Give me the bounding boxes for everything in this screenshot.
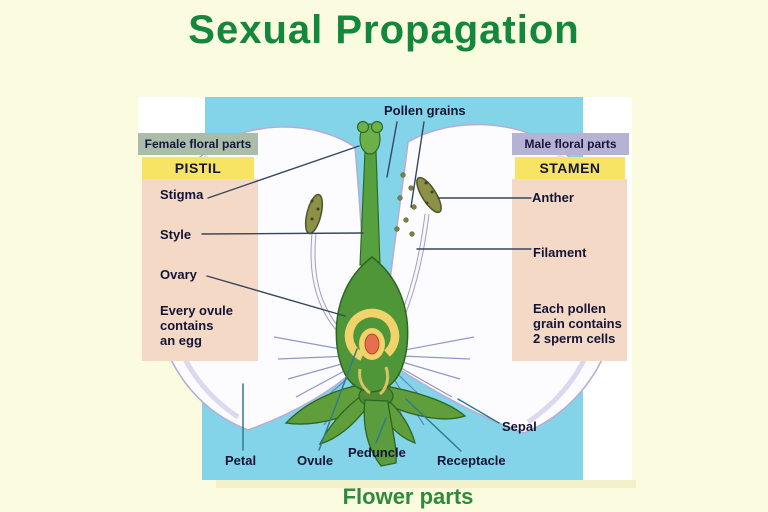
style-label: Style [160, 227, 192, 242]
pollen-grains-label: Pollen grains [384, 103, 466, 118]
flower-parts-diagram: Female floral parts PISTIL Stigma Style … [138, 97, 637, 488]
female-note: Every ovule contains an egg [160, 303, 233, 348]
diagram-shadow [216, 480, 636, 488]
pistil-bar: PISTIL [142, 157, 254, 179]
sepal-label: Sepal [502, 419, 537, 434]
ovary-label: Ovary [160, 267, 197, 282]
receptacle-label: Receptacle [437, 453, 506, 468]
female-labels-panel: Stigma Style Ovary Every ovule contains … [142, 179, 258, 361]
male-note: Each pollen grain contains 2 sperm cells [533, 301, 622, 346]
anther-label: Anther [532, 190, 574, 205]
page-title: Sexual Propagation [188, 8, 580, 52]
filament-label: Filament [533, 245, 587, 260]
male-floral-parts-header: Male floral parts [512, 133, 629, 155]
peduncle-label: Peduncle [348, 445, 406, 460]
egg-cell [364, 333, 380, 355]
stamen-bar: STAMEN [515, 157, 625, 179]
male-labels-panel: Anther Filament Each pollen grain contai… [512, 179, 627, 361]
ovule-label: Ovule [297, 453, 334, 468]
top-left-spacer [138, 97, 205, 133]
female-floral-parts-header: Female floral parts [138, 133, 258, 155]
stigma-label: Stigma [160, 187, 204, 202]
diagram-caption: Flower parts [342, 484, 474, 509]
petal-label: Petal [225, 453, 257, 468]
